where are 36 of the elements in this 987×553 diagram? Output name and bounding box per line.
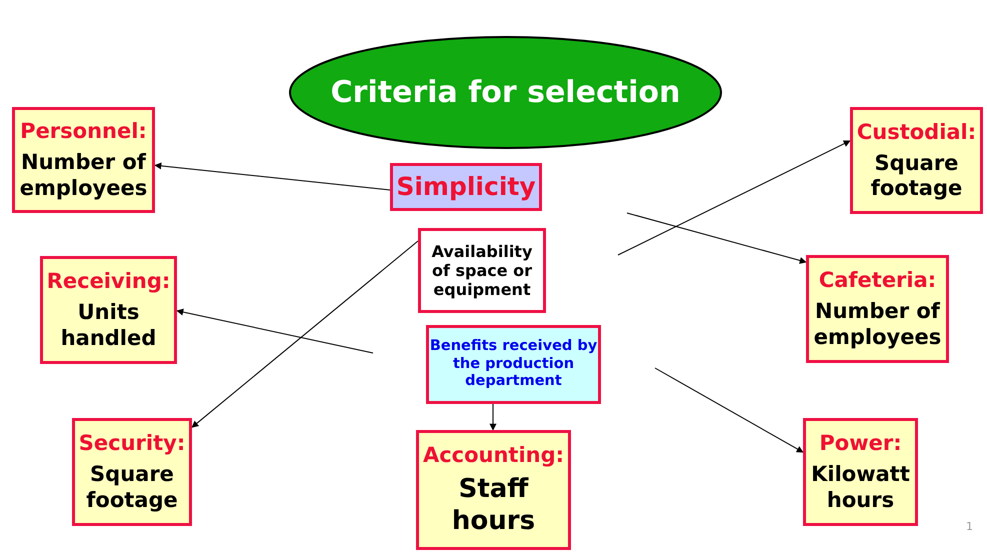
arrow	[191, 240, 418, 428]
criteria-heading: Receiving:	[46, 269, 170, 294]
criteria-card	[416, 430, 571, 550]
node-label: Availability of space or equipment	[430, 242, 534, 300]
node-label: Benefits received by the production department	[429, 338, 598, 391]
criterion-box	[426, 325, 601, 404]
arrow	[626, 212, 807, 264]
arrow	[654, 368, 804, 453]
criteria-card	[803, 418, 918, 526]
criteria-card	[40, 256, 177, 364]
criteria-measure: Square footage	[870, 150, 964, 202]
arrow	[154, 162, 390, 190]
criteria-card	[850, 107, 983, 214]
criteria-heading: Security:	[78, 431, 186, 456]
node-label: Simplicity	[396, 172, 536, 202]
criteria-card	[806, 255, 949, 363]
arrow	[176, 308, 374, 354]
criteria-measure: Units handled	[60, 300, 158, 351]
criteria-card	[72, 418, 192, 526]
criteria-measure: Number of employees	[812, 299, 942, 350]
criteria-measure: Number of employees	[18, 150, 148, 201]
node-label: Criteria for selection	[330, 74, 680, 110]
criteria-measure: Kilowatt hours	[810, 462, 911, 513]
arrow	[618, 140, 851, 256]
criteria-measure: Staff hours	[450, 474, 536, 537]
criteria-heading: Accounting:	[422, 443, 564, 468]
criteria-card	[12, 107, 155, 213]
page-number: 1	[966, 520, 973, 533]
criteria-measure: Square footage	[85, 462, 179, 513]
arrow	[490, 404, 496, 431]
criteria-heading: Power:	[819, 431, 902, 456]
criterion-box	[418, 228, 546, 313]
criterion-box	[390, 163, 542, 211]
criteria-heading: Custodial:	[856, 120, 976, 145]
criteria-heading: Personnel:	[20, 119, 147, 144]
criteria-heading: Cafeteria:	[818, 268, 936, 294]
